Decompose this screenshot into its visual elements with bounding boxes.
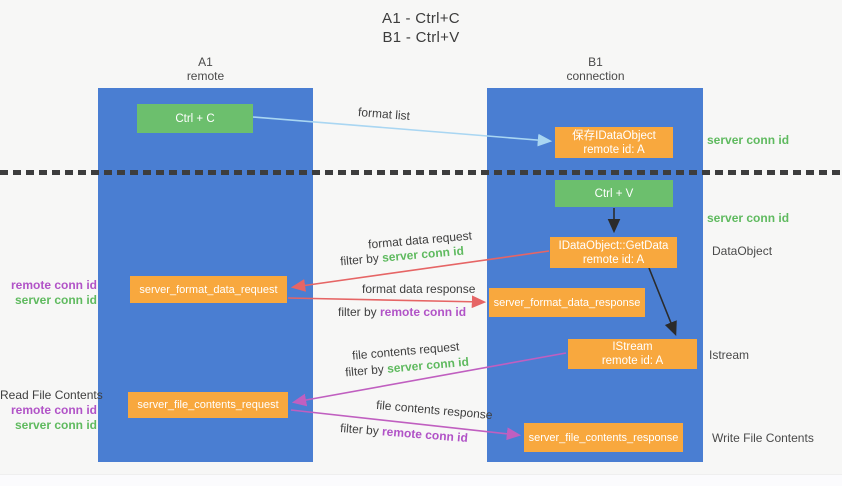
lifeline-header-a1: A1 remote xyxy=(98,55,313,83)
machine-boundary-dotted-line xyxy=(0,170,842,175)
format-data-response-arrow xyxy=(287,295,487,309)
write-file-contents-annotation: Write File Contents xyxy=(712,431,814,445)
server-conn-id-annotation: server conn id xyxy=(14,418,97,432)
server-file-contents-response-label: server_file_contents_response xyxy=(528,431,679,444)
server-conn-id-annotation-top: server conn id xyxy=(707,133,790,147)
title-line-1: A1 - Ctrl+C xyxy=(382,10,460,27)
format-data-response-filter-label: filter by remote conn id xyxy=(338,305,466,319)
format-data-request-arrow xyxy=(290,250,550,292)
bottom-strip xyxy=(0,474,842,486)
istream-object-box: IStream remote id: A xyxy=(568,339,697,369)
format-list-arrow xyxy=(252,116,553,147)
server-conn-id-annotation-mid: server conn id xyxy=(707,211,790,225)
ctrl-c-key-box: Ctrl + C xyxy=(137,104,253,133)
save-idataobject-line1: 保存IDataObject xyxy=(572,129,656,142)
server-format-data-request-label: server_format_data_request xyxy=(139,283,278,296)
lifeline-b1-role: connection xyxy=(566,69,625,83)
getdata-line1: IDataObject::GetData xyxy=(558,239,669,252)
getdata-line2: remote id: A xyxy=(582,253,645,266)
save-idataobject-line2: remote id: A xyxy=(583,143,645,156)
diagram-title: A1 - Ctrl+C B1 - Ctrl+V xyxy=(0,9,842,47)
file-contents-response-arrow xyxy=(290,409,522,441)
read-file-contents-annotation: Read File Contents xyxy=(0,388,103,402)
server-format-data-response-box: server_format_data_response xyxy=(489,288,645,317)
lifeline-header-b1: B1 connection xyxy=(488,55,703,83)
filter-by-text: filter by xyxy=(338,305,381,319)
title-line-2: B1 - Ctrl+V xyxy=(382,29,460,46)
lifeline-b1-id: B1 xyxy=(588,55,603,69)
istream-line2: remote id: A xyxy=(601,355,664,367)
file-conn-id-annotations: remote conn id server conn id xyxy=(0,403,97,433)
dataobject-annotation: DataObject xyxy=(712,244,773,258)
getdata-to-istream-arrow xyxy=(648,267,677,336)
server-format-data-request-box: server_format_data_request xyxy=(130,276,287,303)
lifeline-a1-id: A1 xyxy=(198,55,213,69)
ctrl-v-key-box: Ctrl + V xyxy=(555,180,673,207)
save-idataobject-box: 保存IDataObject remote id: A xyxy=(555,127,673,158)
remote-conn-id-annotation: remote conn id xyxy=(10,403,97,417)
idataobject-getdata-box: IDataObject::GetData remote id: A xyxy=(550,237,677,268)
format-conn-id-annotations: remote conn id server conn id xyxy=(0,278,97,308)
format-data-response-label: format data response xyxy=(362,282,476,296)
server-file-contents-request-label: server_file_contents_request xyxy=(137,399,279,411)
server-file-contents-response-box: server_file_contents_response xyxy=(524,423,683,452)
remote-conn-id-annotation: remote conn id xyxy=(10,278,97,292)
ctrl-v-label: Ctrl + V xyxy=(594,187,634,200)
server-file-contents-request-box: server_file_contents_request xyxy=(128,392,288,418)
remote-conn-id-text: remote conn id xyxy=(380,305,467,319)
lifeline-a1-role: remote xyxy=(186,69,225,83)
server-conn-id-annotation: server conn id xyxy=(14,293,97,307)
istream-line1: IStream xyxy=(612,341,653,353)
ctrl-c-label: Ctrl + C xyxy=(175,112,215,125)
server-format-data-response-label: server_format_data_response xyxy=(493,296,641,309)
istream-annotation: Istream xyxy=(709,348,750,362)
file-contents-request-arrow xyxy=(291,352,567,407)
